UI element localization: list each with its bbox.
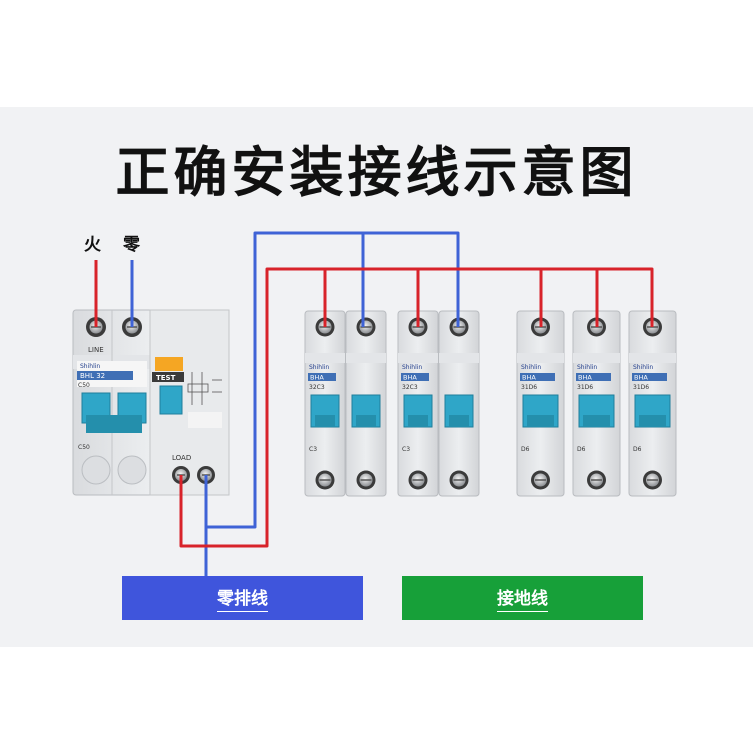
- breaker-2p-1-rating: C3: [309, 446, 317, 453]
- ground-busbar-label: 接地线: [497, 584, 548, 612]
- rcbo-test-label: TEST: [156, 374, 176, 382]
- breaker-1p-3-series: BHA: [634, 374, 648, 382]
- breaker-1p-2-rating: D6: [577, 446, 586, 453]
- breaker-1p-1-rating: D6: [521, 446, 530, 453]
- breaker-1p-2-model: 31D6: [577, 384, 593, 391]
- breaker-2p-1-model: 32C3: [309, 384, 325, 391]
- rcbo-brand: Shihlin: [80, 363, 100, 370]
- live-wires: [94, 260, 654, 548]
- breaker-2p-2-model: 32C3: [402, 384, 418, 391]
- breaker-1p-3-model: 31D6: [633, 384, 649, 391]
- neutral-wires: [130, 231, 460, 578]
- breaker-2p-1-series: BHA: [310, 374, 324, 382]
- live-label: 火: [84, 235, 101, 255]
- neutral-label: 零: [123, 235, 140, 255]
- neutral-busbar: 零排线: [122, 576, 363, 620]
- breaker-2p-2-brand: Shihlin: [402, 364, 422, 371]
- breaker-1p-3-brand: Shihlin: [633, 364, 653, 371]
- breaker-2p-1-brand: Shihlin: [309, 364, 329, 371]
- rcbo-load-label: LOAD: [172, 454, 191, 462]
- breaker-1p-1-series: BHA: [522, 374, 536, 382]
- breaker-1p-2-brand: Shihlin: [577, 364, 597, 371]
- diagram-title: 正确安装接线示意图: [115, 141, 638, 204]
- breaker-2p-2-series: BHA: [403, 374, 417, 382]
- breaker-2p-2-rating: C3: [402, 446, 410, 453]
- breaker-1p-1-model: 31D6: [521, 384, 537, 391]
- breaker-1p-2-series: BHA: [578, 374, 592, 382]
- breaker-1p-1-brand: Shihlin: [521, 364, 541, 371]
- breaker-1p-3-rating: D6: [633, 446, 642, 453]
- rcbo-main-breaker: LINE Shihlin BHL 32 C50 C50 TEST LOAD: [72, 309, 230, 496]
- ground-busbar: 接地线: [402, 576, 643, 620]
- rcbo-rating-bottom: C50: [78, 444, 90, 451]
- rcbo-line-label: LINE: [88, 346, 104, 354]
- neutral-busbar-label: 零排线: [217, 584, 268, 612]
- rcbo-model: BHL 32: [80, 372, 105, 380]
- rcbo-rating: C50: [78, 382, 90, 389]
